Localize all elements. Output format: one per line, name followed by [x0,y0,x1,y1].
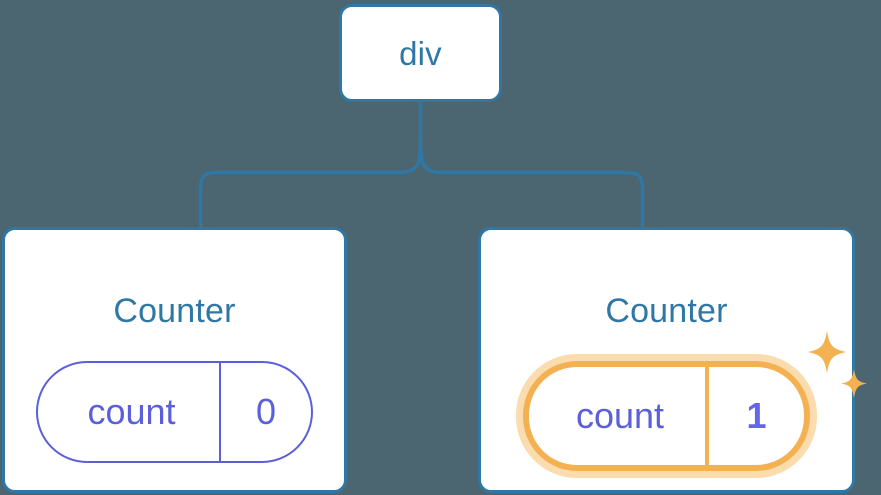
state-value: 1 [746,395,767,436]
node-counter-right[interactable]: Counter count 1 [478,227,867,493]
connector-branch-left [198,141,423,229]
state-pill-wrapper: count 1 [523,331,867,471]
connector-branch-right [418,141,645,229]
state-pill-wrapper: count 0 [36,361,313,463]
state-key: count [87,391,176,432]
sparkle-group [808,331,867,398]
sparkle-icon [808,331,846,373]
state-value: 0 [255,391,277,432]
state-pill[interactable]: count 0 [36,361,313,463]
state-pill-divider [705,367,709,465]
sparkle-icon [841,369,867,398]
node-title: Counter [605,292,728,330]
state-key: count [575,395,665,436]
node-title: div [399,34,442,72]
state-pill-highlighted[interactable]: count 1 [523,361,810,471]
node-counter-left[interactable]: Counter count 0 [2,227,347,493]
state-pill-divider [219,363,221,461]
node-title: Counter [113,292,236,330]
node-div[interactable]: div [339,4,502,102]
